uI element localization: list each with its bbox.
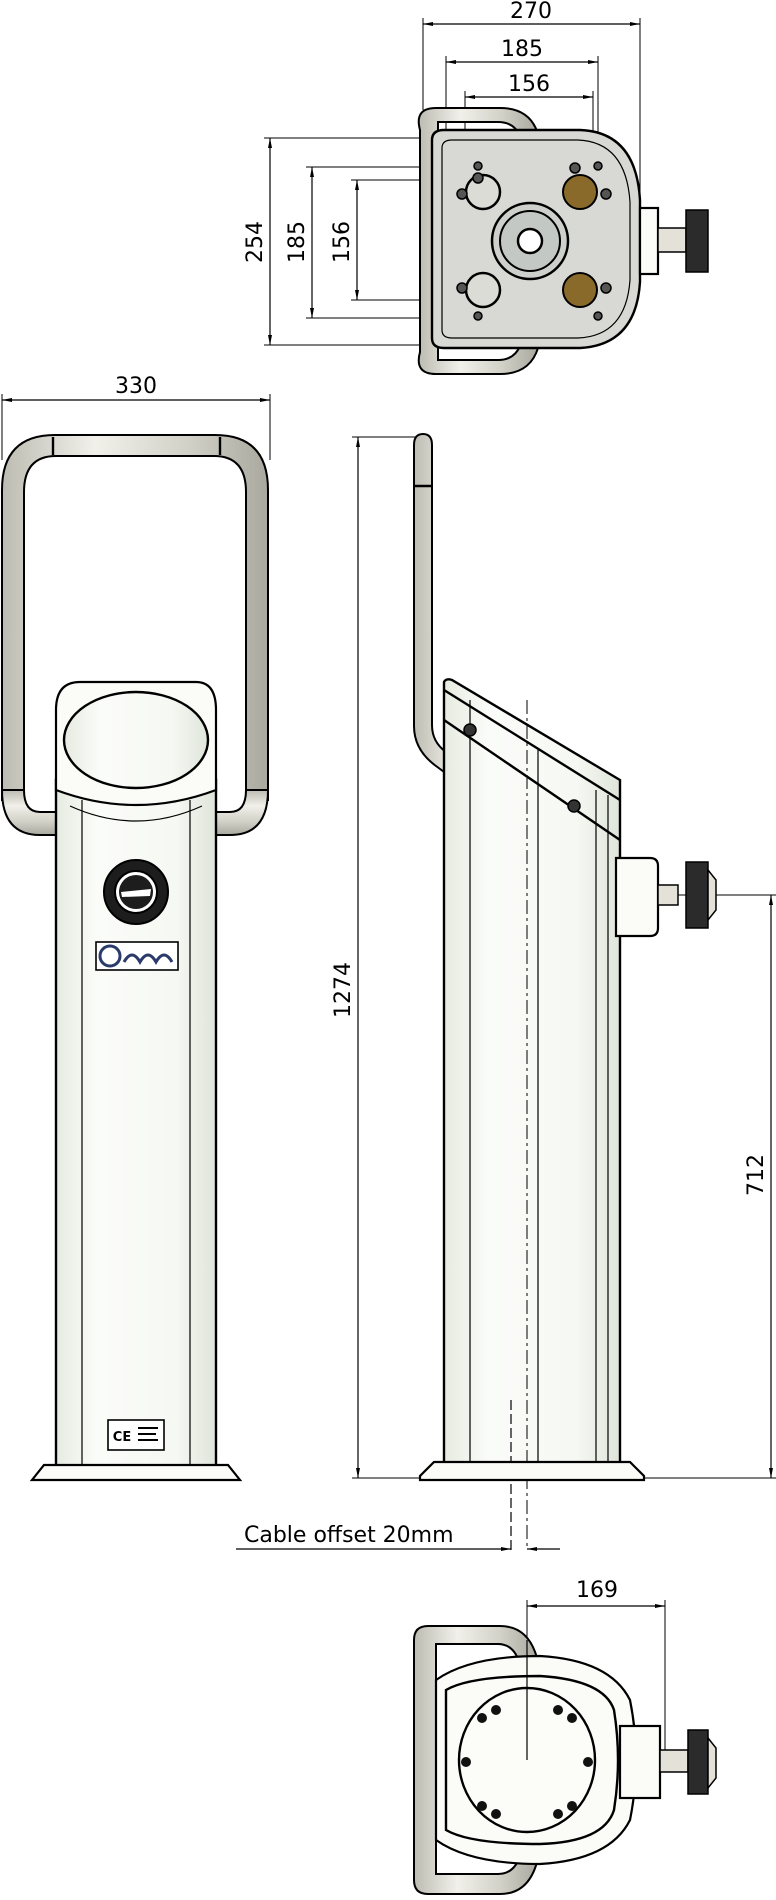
- dim-185-h: 185: [445, 37, 599, 175]
- bottom-connector: [618, 1724, 662, 1800]
- cable-offset-note: Cable offset 20mm: [236, 1523, 560, 1551]
- dim-156-v-label: 156: [330, 221, 355, 263]
- bottom-knob: [687, 1729, 709, 1795]
- side-view-knob: [685, 861, 709, 929]
- dim-1274: 1274: [331, 436, 428, 1479]
- front-display-window: [62, 690, 210, 790]
- cable-offset-label: Cable offset 20mm: [244, 1523, 454, 1548]
- front-view: 330 CE: [0, 374, 271, 1482]
- front-base: [29, 1463, 243, 1482]
- dim-330-label: 330: [115, 374, 157, 399]
- dim-185-h-label: 185: [501, 37, 543, 62]
- ce-mark: CE: [113, 1430, 131, 1445]
- dim-169-label: 169: [576, 1578, 618, 1603]
- dim-712-label: 712: [744, 1154, 769, 1196]
- side-base: [418, 1460, 646, 1482]
- front-handle: [1, 434, 269, 801]
- dim-330: 330: [1, 374, 271, 460]
- bottom-handle: [413, 1625, 540, 1895]
- dim-1274-label: 1274: [331, 962, 356, 1018]
- dim-254-label: 254: [243, 221, 268, 263]
- dim-254: 254: [243, 137, 460, 346]
- dim-156-h-label: 156: [508, 72, 550, 97]
- dim-712: 712: [606, 894, 776, 1479]
- side-view-connector: [614, 856, 660, 938]
- dim-156-v: 156: [330, 179, 470, 301]
- brass-port: [562, 174, 598, 210]
- side-connector: [638, 206, 660, 276]
- connector-port: [464, 271, 502, 309]
- bottom-view: 169: [413, 1578, 717, 1895]
- top-view: 270 185 156 254 185: [243, 0, 709, 375]
- side-body: [442, 678, 622, 1470]
- dim-185-v-label: 185: [285, 221, 310, 263]
- side-knob: [685, 209, 709, 273]
- dim-270-label: 270: [510, 0, 552, 24]
- side-pole: [413, 432, 532, 830]
- side-view: 1274 712: [331, 432, 776, 1550]
- dim-270: 270: [422, 0, 641, 230]
- brass-port: [562, 272, 598, 308]
